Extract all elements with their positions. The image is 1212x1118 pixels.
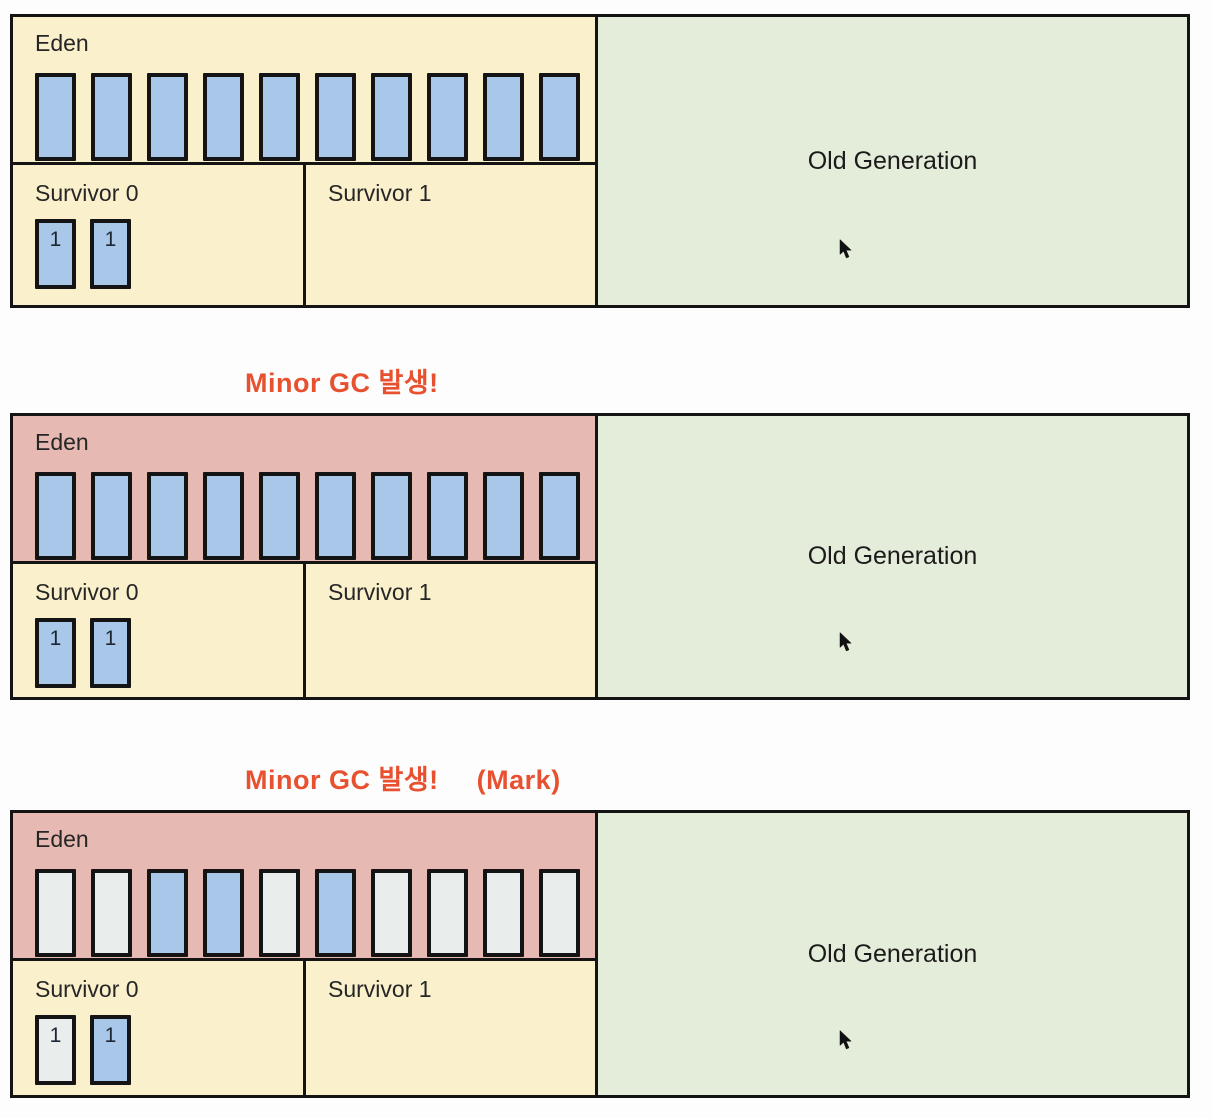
old-generation-region: Old Generation [595,416,1187,697]
mouse-cursor-icon [840,238,853,259]
object-block-blue [35,73,76,161]
object-block-gray [483,869,524,957]
eden-label: Eden [35,429,89,455]
survivor1-region: Survivor 1 [306,961,595,1095]
survivor1-label: Survivor 1 [328,579,432,605]
eden-blocks [35,73,595,161]
survivor-object-block-blue: 1 [90,219,131,289]
eden-label: Eden [35,826,89,852]
object-age-label: 1 [49,627,62,650]
eden-label: Eden [35,30,89,56]
object-block-gray [427,869,468,957]
minor-gc-title: Minor GC 발생! (Mark) [245,760,1190,800]
old-generation-label: Old Generation [807,939,978,968]
object-block-blue [315,73,356,161]
old-generation-region: Old Generation [595,813,1187,1095]
object-block-blue [259,73,300,161]
minor-gc-title: Minor GC 발생! [245,363,1190,403]
object-block-blue [483,73,524,161]
mark-note-text: (Mark) [476,765,561,795]
object-age-label: 1 [49,228,62,251]
survivor-object-block-blue: 1 [35,618,76,688]
object-block-gray [35,869,76,957]
mouse-cursor-icon [840,1030,853,1050]
object-block-gray [539,869,580,957]
survivor1-label: Survivor 1 [328,976,432,1002]
object-age-label: 1 [104,1024,117,1047]
survivor0-label: Survivor 0 [35,976,139,1002]
object-age-label: 1 [104,228,117,251]
survivor1-region: Survivor 1 [306,165,595,305]
survivor-object-block-blue: 1 [35,219,76,289]
minor-gc-title-text: Minor GC 발생! [245,368,439,398]
survivor0-label: Survivor 0 [35,579,139,605]
object-block-blue [91,472,132,560]
survivor1-region: Survivor 1 [306,564,595,697]
object-block-blue [203,73,244,161]
object-age-label: 1 [49,1024,62,1047]
object-block-blue [259,472,300,560]
object-block-blue [315,472,356,560]
eden-region: Eden [13,17,595,162]
old-generation-label: Old Generation [807,542,978,570]
eden-region: Eden [13,416,595,561]
survivor1-label: Survivor 1 [328,180,432,206]
object-block-gray [371,869,412,957]
object-block-blue [371,73,412,161]
object-block-blue [147,73,188,161]
object-block-blue [539,472,580,560]
object-block-blue [427,472,468,560]
object-age-label: 1 [104,627,117,650]
object-block-blue [147,472,188,560]
survivor-object-block-blue: 1 [90,1015,131,1085]
mouse-cursor-icon [840,632,853,652]
object-block-gray [91,869,132,957]
object-block-blue [371,472,412,560]
survivor-object-block-blue: 1 [90,618,131,688]
object-block-blue [539,73,580,161]
object-block-blue [147,869,188,957]
eden-blocks [35,869,595,957]
old-generation-region: Old Generation [595,17,1187,305]
object-block-blue [35,472,76,560]
survivor0-label: Survivor 0 [35,180,139,206]
object-block-blue [427,73,468,161]
eden-blocks [35,472,595,560]
object-block-blue [203,472,244,560]
minor-gc-title-text: Minor GC 발생! [245,765,439,795]
eden-region: Eden [13,813,595,958]
old-generation-label: Old Generation [807,146,978,175]
object-block-blue [91,73,132,161]
survivor-object-block-gray: 1 [35,1015,76,1085]
object-block-blue [315,869,356,957]
object-block-gray [259,869,300,957]
object-block-blue [483,472,524,560]
object-block-blue [203,869,244,957]
